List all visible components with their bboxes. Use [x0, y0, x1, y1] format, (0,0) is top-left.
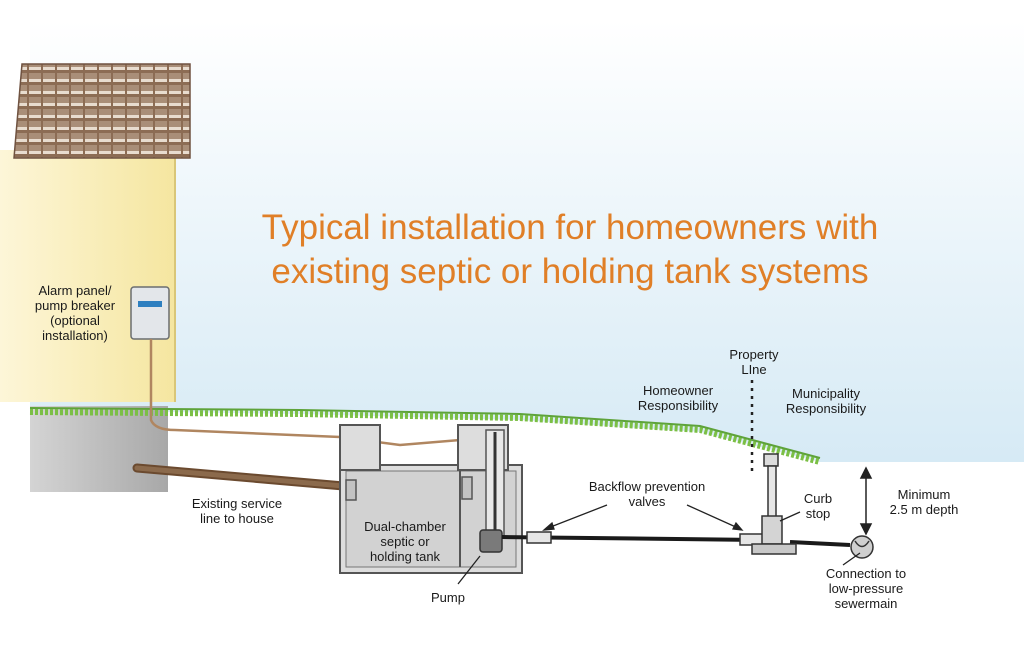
depth-arrow [859, 466, 873, 536]
label-homeowner: Homeowner Responsibility [637, 383, 719, 413]
label-curb-stop: Curb stop [803, 491, 833, 521]
label-service-line: Existing service line to house [191, 496, 283, 526]
backflow-valve-icon [526, 531, 552, 544]
diagram-title: Typical installation for homeowners with… [150, 206, 990, 294]
label-municipality: Municipality Responsibility [785, 386, 867, 416]
callout-arrows [457, 504, 861, 585]
label-connection: Connection to low-pressure sewermain [825, 566, 907, 611]
alarm-panel-icon [130, 286, 170, 340]
label-property-line: Property LIne [729, 347, 779, 377]
label-alarm-panel: Alarm panel/ pump breaker (optional inst… [34, 283, 116, 343]
sky-background [30, 20, 1024, 462]
label-backflow: Backflow prevention valves [588, 479, 706, 509]
title-line-2: existing septic or holding tank systems [271, 252, 869, 291]
title-line-1: Typical installation for homeowners with [261, 208, 879, 247]
sewermain-icon [850, 535, 874, 559]
curb-stop-icon [751, 453, 797, 555]
label-tank: Dual-chamber septic or holding tank [364, 519, 446, 564]
pump-icon [479, 429, 505, 553]
house-roof [13, 63, 191, 159]
label-depth: Minimum 2.5 m depth [889, 487, 959, 517]
label-pump: Pump [431, 590, 465, 605]
house-foundation [30, 406, 168, 492]
house-wall [0, 150, 175, 402]
grass-line [29, 409, 821, 465]
